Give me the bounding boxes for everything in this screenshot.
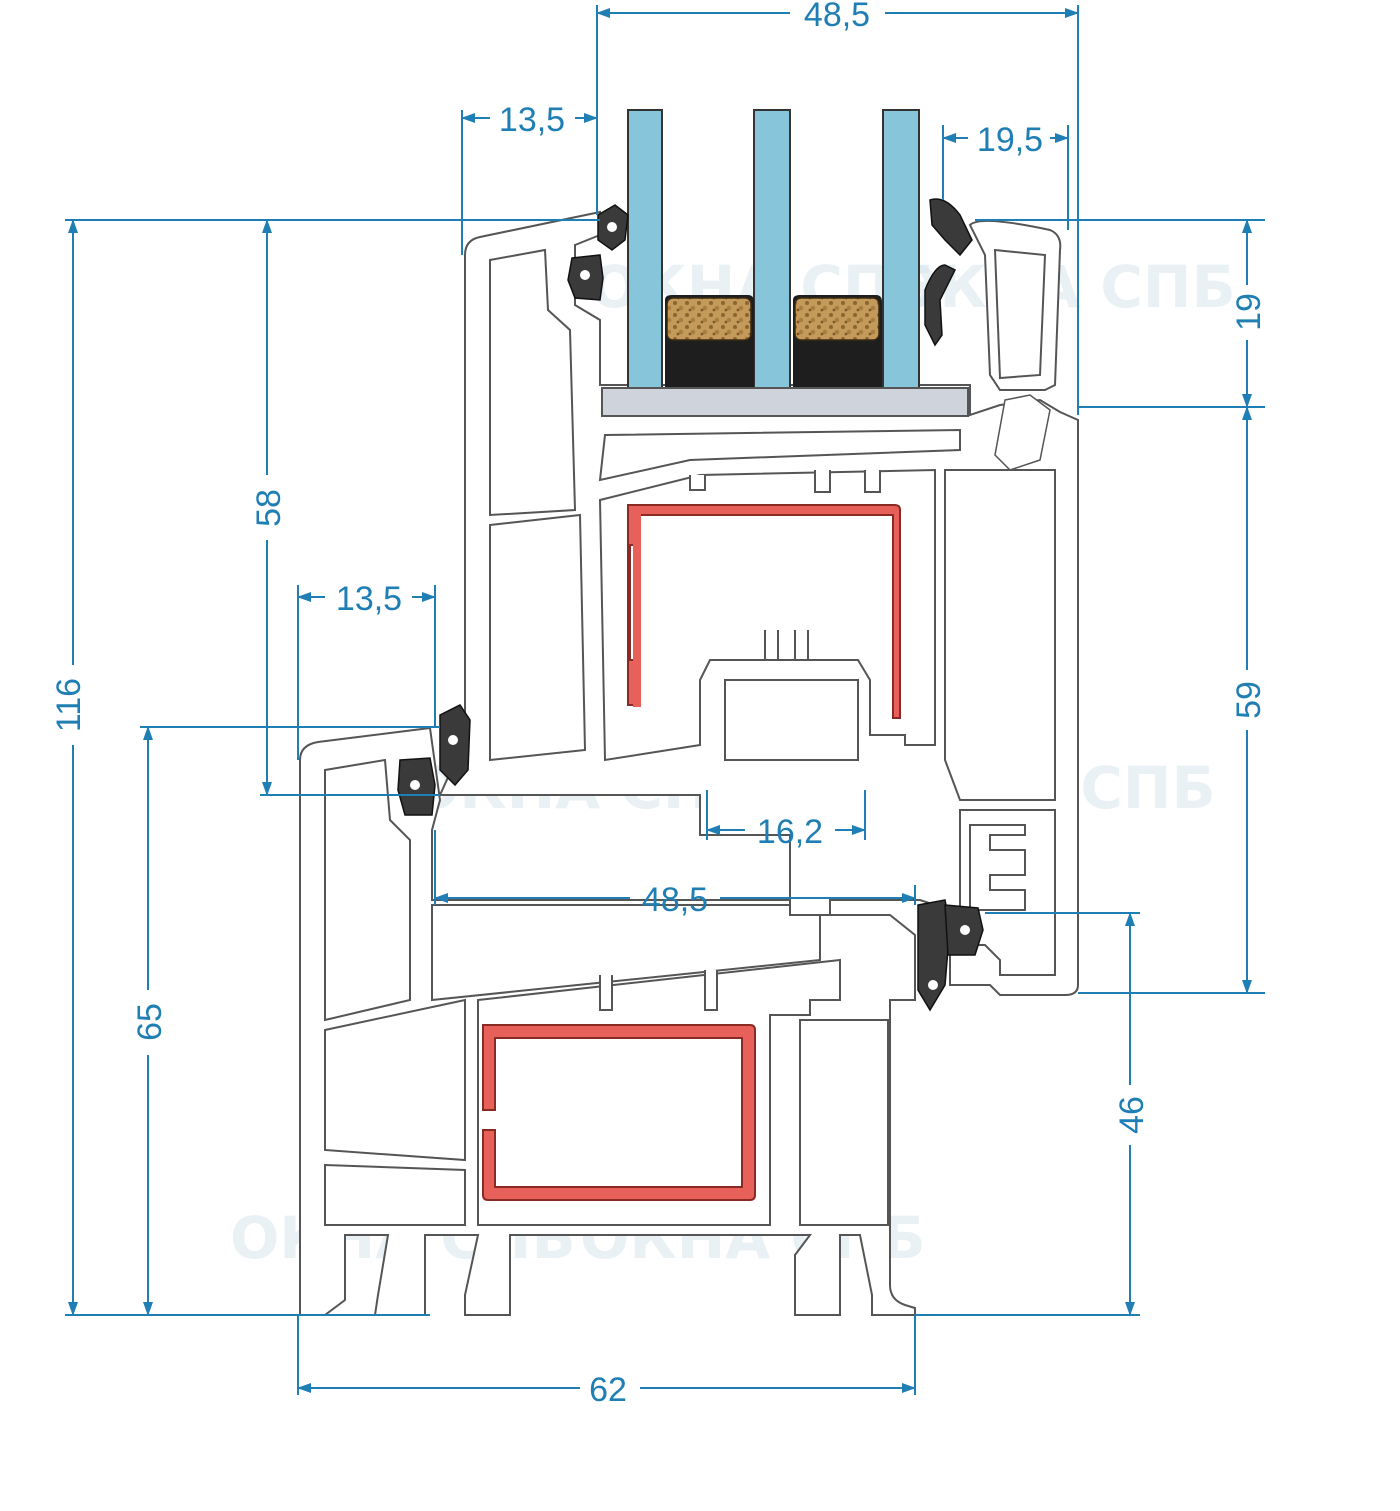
- dim-label-glazing-bead: 19,5: [977, 121, 1043, 159]
- dimension-labels: 48,5 13,5 19,5 13,5 16,2 48,5 62 116 58 …: [50, 0, 1268, 1409]
- gasket-hole: [960, 925, 970, 935]
- dimension-lines: [65, 5, 1265, 1395]
- inner-glazing-gasket: [929, 198, 973, 257]
- sash-rib-1: [814, 470, 831, 493]
- gasket-hole: [410, 780, 420, 790]
- gasket-holes: [410, 222, 970, 990]
- glazing-bead-chamber: [993, 248, 1047, 380]
- glass-pane-1: [627, 109, 663, 389]
- sash-rib-2: [864, 470, 881, 493]
- desiccant-2: [794, 297, 880, 341]
- sash-steel-left-leg: [633, 512, 641, 707]
- sash-rib-3: [689, 475, 706, 491]
- frame-chamber-front: [324, 758, 411, 1022]
- glass-pane-3: [882, 109, 920, 389]
- dim-label-sash-depth: 48,5: [642, 881, 708, 919]
- gaskets: [397, 198, 1051, 1012]
- sash-center-tongue: [724, 679, 859, 761]
- gasket-hole: [580, 270, 590, 280]
- sash-main-chamber: [598, 468, 936, 762]
- sash-top-ribs: [764, 630, 809, 661]
- sash-chamber-rear: [944, 469, 1056, 801]
- dim-label-frame-overlap: 13,5: [336, 580, 402, 618]
- center-seal-gasket: [917, 899, 951, 1012]
- sash-bead-chamber: [598, 428, 961, 482]
- frame-rib-1: [599, 975, 613, 1011]
- sash-rear-comb: [969, 824, 1026, 911]
- gasket-hole: [928, 980, 938, 990]
- frame-steel-reinforcement: [482, 1024, 756, 1201]
- dim-label-right-frame-height: 46: [1113, 1096, 1151, 1134]
- frame-stop-gasket: [439, 704, 471, 787]
- glass-pane-2: [753, 109, 791, 389]
- frame-rebate-chamber: [431, 904, 821, 1002]
- dim-label-sash-overlap: 13,5: [499, 101, 565, 139]
- dim-label-frame-depth: 62: [589, 1371, 627, 1409]
- frame-rib-2: [704, 970, 718, 1011]
- dim-label-frame-height: 65: [131, 1003, 169, 1041]
- watermark-top-right: ОКНА СПБ: [890, 253, 1236, 321]
- desiccant-1: [666, 297, 752, 341]
- dim-label-glass-rebate: 19: [1230, 293, 1268, 331]
- frame-chamber-rear: [799, 1019, 889, 1226]
- sash-chamber-front: [489, 248, 577, 517]
- frame-chamber-lower-left: [324, 998, 466, 1162]
- sash-chamber-lower: [489, 513, 587, 762]
- dim-label-sash-height: 58: [250, 489, 288, 527]
- inner-glazing-gasket-lip: [924, 264, 957, 347]
- glazing-unit: [601, 109, 969, 417]
- dim-label-top-width: 48,5: [804, 0, 870, 34]
- dim-label-total-height: 116: [50, 678, 88, 732]
- gasket-hole: [607, 222, 617, 232]
- dim-label-right-sash-height: 59: [1230, 681, 1268, 719]
- dim-label-rebate-width: 16,2: [757, 813, 823, 851]
- glass-support-block: [601, 387, 969, 417]
- bead-clip: [994, 394, 1051, 471]
- gasket-hole: [448, 735, 458, 745]
- frame-chamber-bottom-left: [324, 1163, 466, 1226]
